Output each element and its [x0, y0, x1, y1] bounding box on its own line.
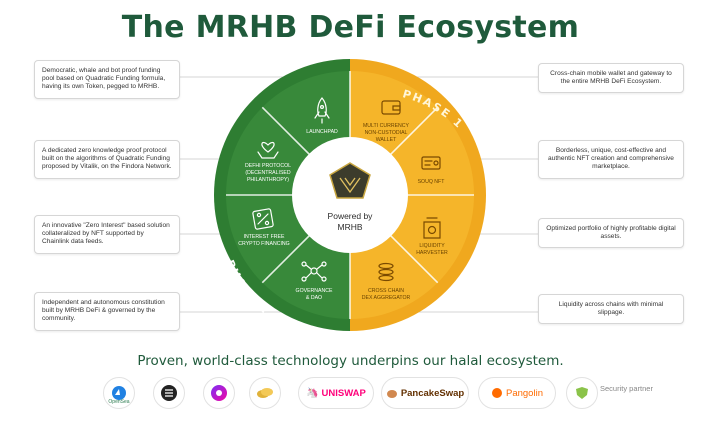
segment-label-financing-1: INTEREST FREE	[244, 234, 285, 240]
segment-label-dex-1: CROSS CHAIN	[368, 288, 404, 294]
unicorn-icon: 🦄	[306, 387, 319, 399]
shield-icon	[576, 387, 588, 399]
description-box-left-4: Independent and autonomous constitution …	[34, 292, 180, 331]
nft-card-icon	[421, 156, 441, 170]
segment-label-dex-2: DEX AGGREGATOR	[362, 295, 411, 301]
description-box-right-3: Optimized portfolio of highly profitable…	[538, 218, 684, 249]
security-partner-logo	[566, 377, 598, 409]
pancakeswap-logo: PancakeSwap	[381, 377, 469, 409]
zebra-icon	[161, 385, 177, 401]
page-title: The MRHB DeFi Ecosystem	[121, 10, 580, 45]
connector-lines	[180, 76, 538, 313]
tagline: Proven, world-class technology underpins…	[137, 353, 564, 369]
coins-logo	[249, 377, 281, 409]
description-box-right-1: Cross-chain mobile wallet and gateway to…	[538, 63, 684, 94]
segment-label-liquidity-1: LIQUIDITY	[419, 243, 445, 249]
bunny-icon	[386, 390, 397, 398]
center-powered: Powered by	[328, 211, 374, 221]
center-brand: MRHB	[337, 222, 362, 232]
opensea-label: OpenSea	[108, 399, 130, 405]
description-box-right-4: Liquidity across chains with minimal sli…	[538, 294, 684, 325]
segment-label-governance-2: & DAO	[306, 295, 322, 301]
pangolin-label: Pangolin	[506, 387, 543, 399]
description-box-right-2: Borderless, unique, cost-effective and a…	[538, 140, 684, 179]
gradient-logo	[203, 377, 235, 409]
description-box-left-1: Democratic, whale and bot proof funding …	[34, 60, 180, 99]
description-box-left-3: An innovative "Zero Interest" based solu…	[34, 215, 180, 254]
gradient-circle-icon	[211, 385, 227, 401]
segment-label-liquidity-2: HARVESTER	[416, 250, 448, 256]
zebra-logo	[153, 377, 185, 409]
percent-icon	[252, 208, 274, 230]
segment-label-defhi-3: PHILANTHROPY)	[247, 177, 289, 183]
gold-coins-icon	[257, 388, 273, 398]
network-icon	[301, 261, 327, 282]
segment-label-launchpad: LAUNCHPAD	[306, 129, 338, 135]
segment-label-defhi-2: (DECENTRALISED	[245, 170, 291, 176]
description-box-left-2: A dedicated zero knowledge proof protoco…	[34, 140, 180, 179]
heart-hands-icon	[257, 141, 279, 159]
pangolin-icon	[492, 388, 502, 398]
segment-label-wallet-2: NON-CUSTODIAL	[365, 130, 408, 136]
segment-label-defhi-1: DEFHI PROTOCOL	[245, 163, 291, 169]
uniswap-logo: 🦄 UNISWAP	[298, 377, 374, 409]
segment-label-governance-1: GOVERNANCE	[296, 288, 333, 294]
mrhb-logo-icon	[329, 162, 371, 199]
pangolin-logo: Pangolin	[478, 377, 556, 409]
coin-stack-icon	[378, 262, 394, 282]
opensea-icon	[112, 386, 126, 400]
coin-jar-icon	[423, 217, 441, 239]
uniswap-label: UNISWAP	[321, 387, 366, 399]
segment-label-wallet-3: WALLET	[376, 137, 397, 143]
wallet-icon	[381, 100, 401, 115]
segment-label-souq-nft: SOUQ NFT	[418, 179, 446, 185]
opensea-logo: OpenSea	[103, 377, 135, 409]
rocket-icon	[314, 97, 330, 124]
segment-label-financing-2: CRYPTO FINANCING	[238, 241, 289, 247]
security-partner-label: Security partner	[600, 384, 653, 393]
segment-label-wallet-1: MULTI CURRENCY	[363, 123, 410, 129]
pancakeswap-label: PancakeSwap	[400, 387, 465, 399]
